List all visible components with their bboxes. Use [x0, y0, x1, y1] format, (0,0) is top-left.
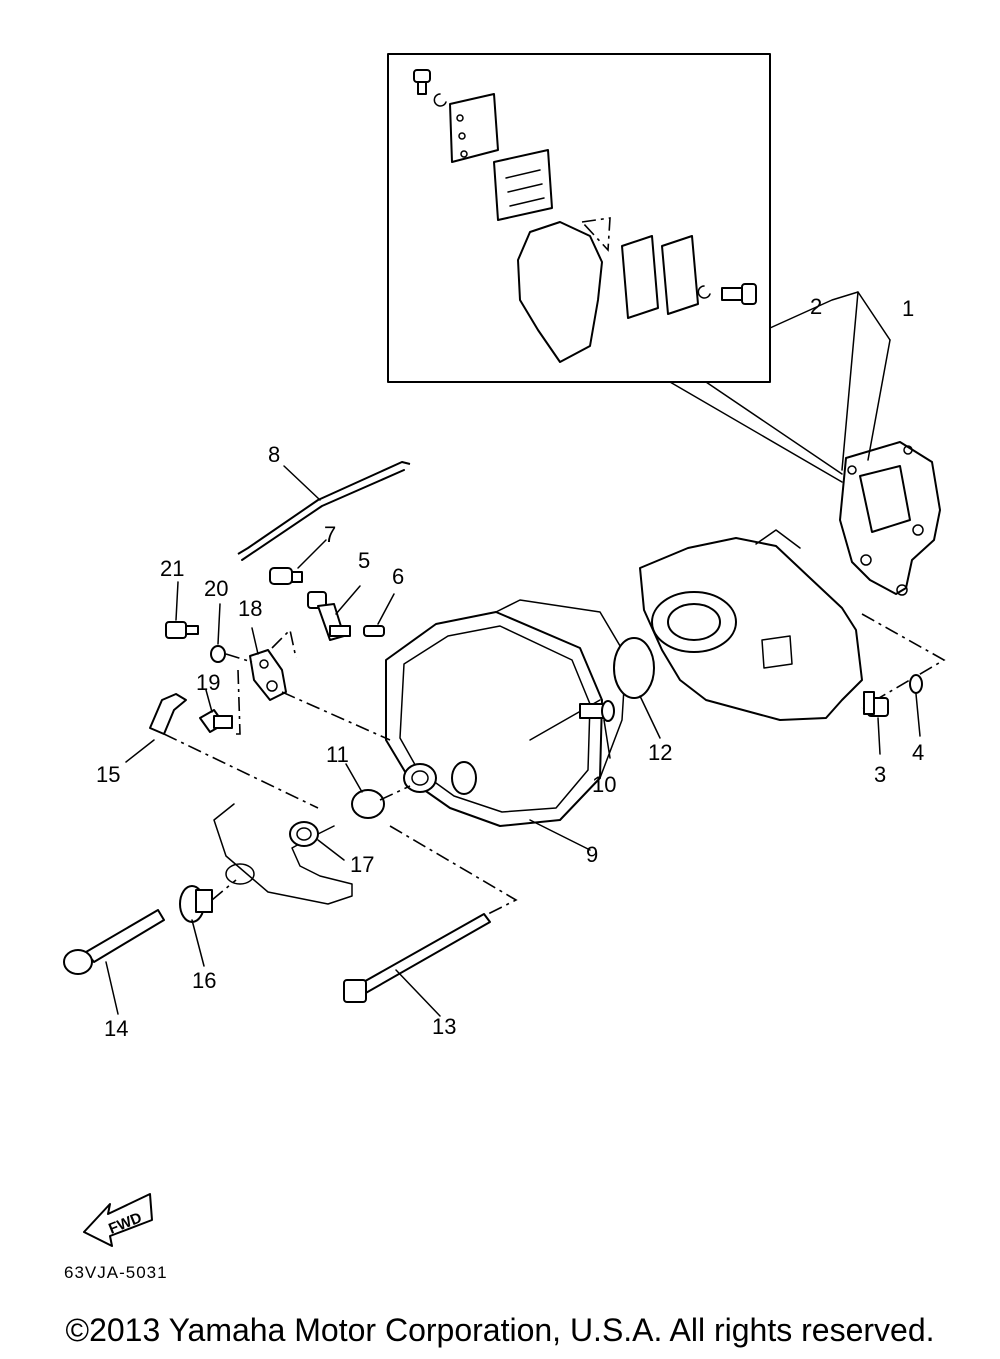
callout-9: 9 — [586, 842, 598, 867]
callout-20: 20 — [204, 576, 228, 601]
part-1-reed-valve-assembly — [839, 441, 941, 596]
part-9-silencer-cover — [385, 599, 627, 827]
callout-21: 21 — [160, 556, 184, 581]
copyright-notice: ©2013 Yamaha Motor Corporation, U.S.A. A… — [65, 1312, 935, 1348]
inset-gasket — [517, 221, 603, 363]
callout-8: 8 — [268, 442, 280, 467]
diagram-code: 63VJA-5031 — [64, 1263, 168, 1282]
part-10-grommet — [579, 700, 615, 722]
lower-cowl-panel — [213, 803, 353, 905]
forward-direction-arrow: FWD — [83, 1193, 153, 1247]
callout-10: 10 — [592, 772, 616, 797]
part-4-washer — [909, 674, 923, 694]
inset-stopper-plate-2 — [661, 235, 699, 315]
inset-stopper-plate — [449, 93, 499, 163]
part-5-lever — [307, 591, 351, 641]
callout-4: 4 — [912, 740, 924, 765]
part-18-bracket — [249, 649, 287, 701]
part-8-hose — [237, 461, 411, 555]
inset-screw-bottom — [721, 283, 757, 305]
callout-19: 19 — [196, 670, 220, 695]
callout-13: 13 — [432, 1014, 456, 1039]
part-20-washer — [210, 645, 226, 663]
callout-14: 14 — [104, 1016, 128, 1041]
callout-18: 18 — [238, 596, 262, 621]
part-12-o-ring — [613, 637, 655, 699]
callout-17: 17 — [350, 852, 374, 877]
part-11-plug — [351, 789, 385, 819]
part-6-pin — [363, 625, 385, 637]
callout-1: 1 — [902, 296, 914, 321]
part-14-rod — [63, 909, 165, 975]
inset-reed-plate — [493, 149, 553, 221]
part-16-bushing — [179, 885, 213, 923]
inset-reed-plate-2 — [621, 235, 659, 319]
callout-2: 2 — [810, 294, 822, 319]
callout-7: 7 — [324, 522, 336, 547]
part-15-elbow-hose — [149, 693, 187, 735]
callout-15: 15 — [96, 762, 120, 787]
inset-screw-top — [413, 69, 431, 95]
part-7-fitting — [269, 567, 303, 585]
callout-5: 5 — [358, 548, 370, 573]
part-17-grommet — [289, 821, 319, 847]
inset-clip-bottom — [697, 285, 711, 299]
callout-16: 16 — [192, 968, 216, 993]
part-21-screw — [165, 621, 199, 639]
callout-12: 12 — [648, 740, 672, 765]
part-3-bolt — [863, 691, 889, 717]
part-19-clamp — [199, 709, 233, 733]
engine-crankcase — [639, 529, 863, 721]
inset-clip-top — [433, 93, 447, 107]
callout-3: 3 — [874, 762, 886, 787]
part-13-long-bolt — [343, 913, 491, 1003]
callout-6: 6 — [392, 564, 404, 589]
inset-detail-box — [387, 53, 843, 483]
callout-11: 11 — [326, 742, 349, 767]
